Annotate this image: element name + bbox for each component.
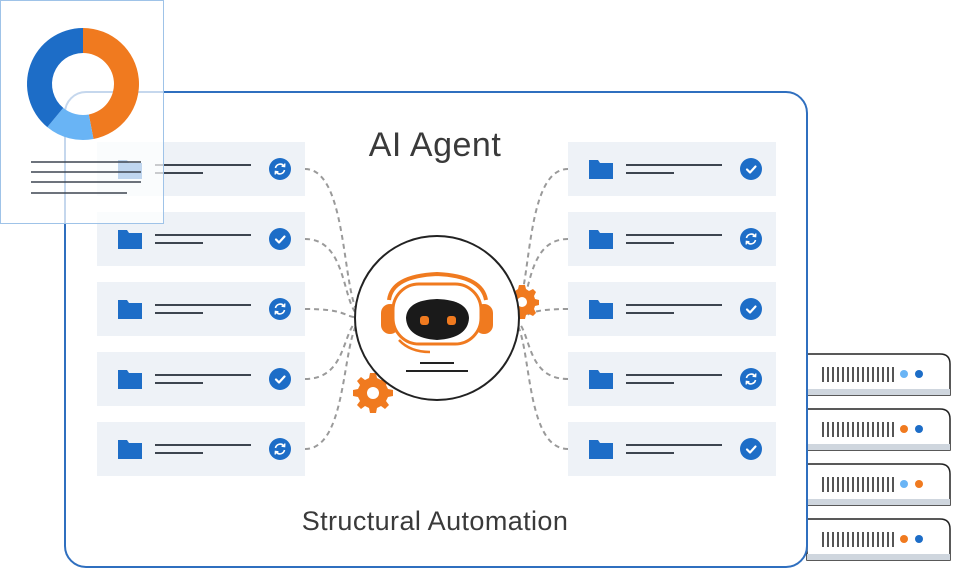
task-text-line [626, 234, 722, 236]
task-text-line [626, 452, 674, 454]
diagram-subtitle: Structural Automation [301, 506, 569, 536]
donut-segments [27, 27, 140, 141]
right-task-row [568, 352, 776, 406]
task-text-line [155, 304, 251, 306]
left-task-row [97, 422, 305, 476]
folder-icon-wrap [588, 298, 614, 325]
task-status [740, 438, 762, 465]
task-text-line [626, 382, 674, 384]
task-status [269, 438, 291, 465]
task-text-line [155, 242, 203, 244]
folder-icon [589, 370, 613, 389]
folder-icon [118, 440, 142, 459]
donut-segment [27, 28, 83, 128]
status-led [900, 370, 908, 378]
status-led [915, 425, 923, 433]
folder-icon-wrap [117, 368, 143, 395]
folder-icon [118, 370, 142, 389]
status-led [900, 425, 908, 433]
folder-icon [589, 160, 613, 179]
folder-icon [589, 440, 613, 459]
server-unit [804, 461, 952, 509]
folder-icon-wrap [588, 368, 614, 395]
folder-icon-wrap [117, 298, 143, 325]
check-icon [740, 438, 762, 460]
folder-icon [118, 300, 142, 319]
folder-icon-wrap [588, 228, 614, 255]
task-text-line [626, 312, 674, 314]
folder-icon-wrap [588, 438, 614, 465]
task-text-line [626, 304, 722, 306]
task-text-line [626, 164, 722, 166]
task-text-line [626, 172, 674, 174]
folder-icon [589, 300, 613, 319]
task-text-line [155, 234, 251, 236]
task-text-line [626, 374, 722, 376]
task-text-line [155, 382, 203, 384]
status-led [915, 535, 923, 543]
folder-icon-wrap [117, 438, 143, 465]
folder-icon [589, 230, 613, 249]
task-status [740, 298, 762, 325]
right-task-row [568, 212, 776, 266]
task-text-line [155, 164, 251, 166]
status-led [900, 480, 908, 488]
status-led [915, 480, 923, 488]
status-led [915, 370, 923, 378]
task-status [269, 368, 291, 395]
donut-segment [83, 27, 140, 140]
check-icon [269, 228, 291, 250]
task-status [740, 368, 762, 395]
sync-icon [269, 298, 291, 320]
folder-icon-wrap [588, 158, 614, 185]
task-text-line [155, 172, 203, 174]
report-card [0, 0, 164, 224]
task-status [269, 298, 291, 325]
server-unit [804, 406, 952, 454]
folder-icon [118, 230, 142, 249]
check-icon [269, 368, 291, 390]
task-status [269, 158, 291, 185]
task-status [740, 158, 762, 185]
sync-icon [269, 158, 291, 180]
server-unit [804, 516, 952, 564]
sync-icon [740, 228, 762, 250]
task-status [740, 228, 762, 255]
task-text-line [155, 444, 251, 446]
sync-icon [740, 368, 762, 390]
diagram-title: AI Agent [368, 126, 502, 164]
task-text-line [155, 312, 203, 314]
task-text-line [155, 374, 251, 376]
right-task-row [568, 422, 776, 476]
right-task-row [568, 142, 776, 196]
donut-chart [27, 27, 141, 194]
task-text-line [155, 452, 203, 454]
task-text-line [626, 242, 674, 244]
donut-segment [47, 107, 94, 141]
task-text-line [626, 444, 722, 446]
task-status [269, 228, 291, 255]
status-led [900, 535, 908, 543]
check-icon [740, 298, 762, 320]
server-unit [804, 351, 952, 399]
sync-icon [269, 438, 291, 460]
folder-icon-wrap [117, 228, 143, 255]
check-icon [740, 158, 762, 180]
left-task-row [97, 352, 305, 406]
right-task-row [568, 282, 776, 336]
left-task-row [97, 282, 305, 336]
